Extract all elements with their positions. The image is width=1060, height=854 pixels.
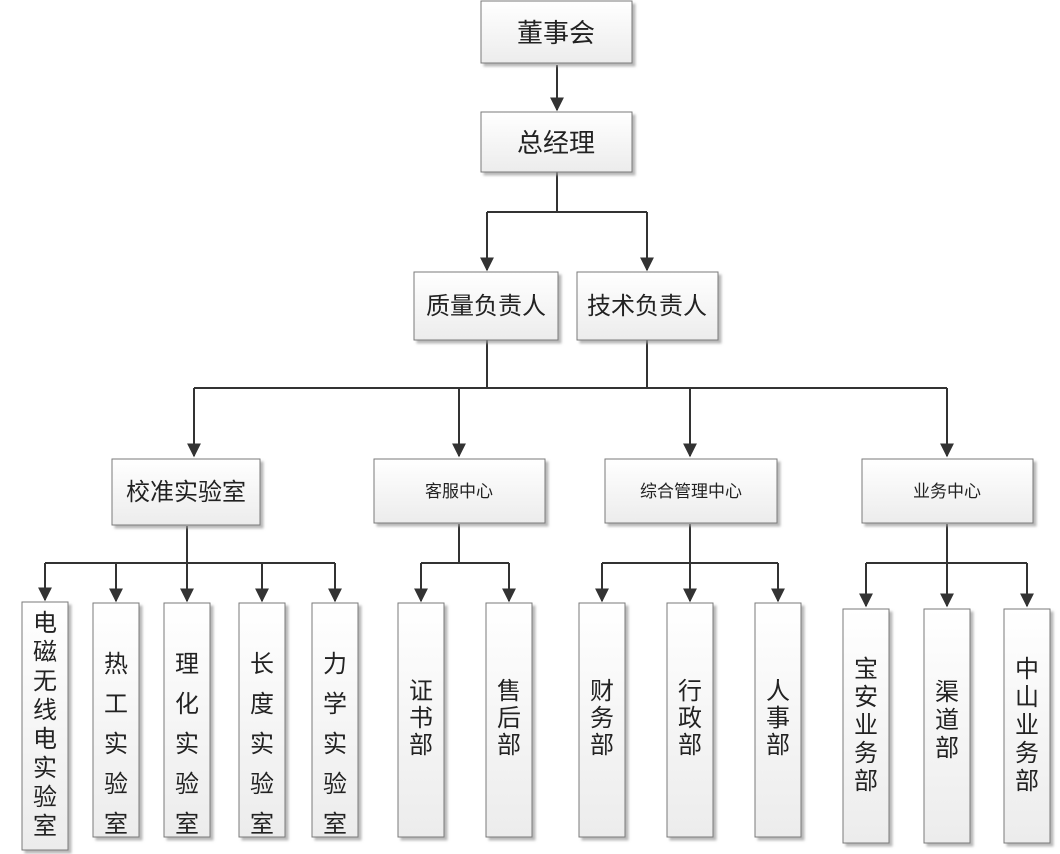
- node-hr: 人事部: [754, 602, 802, 838]
- node-length-label: 长度实验室: [250, 650, 274, 838]
- node-finance-label: 财务部: [590, 677, 614, 759]
- node-tech-label: 技术负责人: [587, 292, 707, 320]
- node-length: 长度实验室: [238, 602, 286, 838]
- node-admin-dept: 行政部: [666, 602, 714, 838]
- node-quality: 质量负责人: [413, 271, 559, 341]
- node-channel: 渠道部: [923, 608, 971, 844]
- node-business-label: 业务中心: [913, 482, 981, 502]
- node-board-label: 董事会: [517, 19, 595, 49]
- node-chem: 理化实验室: [163, 602, 211, 838]
- node-zhongshan: 中山业务部: [1003, 608, 1051, 844]
- node-mech: 力学实验室: [311, 602, 359, 838]
- node-hr-label: 人事部: [766, 677, 790, 759]
- node-channel-label: 渠道部: [935, 678, 959, 762]
- node-emc: 电磁无线电实验室: [21, 601, 69, 851]
- node-baoan-label: 宝安业务部: [854, 655, 878, 795]
- node-admin-dept-label: 行政部: [678, 677, 702, 759]
- node-finance: 财务部: [578, 602, 626, 838]
- node-chem-label: 理化实验室: [175, 650, 199, 838]
- node-cert: 证书部: [397, 602, 445, 838]
- node-aftersales-label: 售后部: [497, 677, 521, 759]
- node-customer-service: 客服中心: [373, 458, 546, 524]
- node-gm: 总经理: [480, 111, 633, 173]
- node-quality-label: 质量负责人: [426, 292, 546, 320]
- connectors: [38, 65, 1034, 608]
- node-zhongshan-label: 中山业务部: [1015, 655, 1039, 795]
- node-admin-label: 综合管理中心: [640, 482, 742, 502]
- node-calibration-label: 校准实验室: [126, 478, 246, 506]
- node-tech: 技术负责人: [576, 271, 719, 341]
- node-thermal-label: 热工实验室: [104, 650, 128, 838]
- node-customer-service-label: 客服中心: [425, 482, 493, 502]
- node-gm-label: 总经理: [517, 129, 595, 159]
- node-cert-label: 证书部: [409, 677, 433, 759]
- node-thermal: 热工实验室: [92, 602, 140, 838]
- node-admin: 综合管理中心: [604, 458, 778, 524]
- node-emc-label: 电磁无线电实验室: [33, 609, 57, 840]
- node-baoan: 宝安业务部: [842, 608, 890, 844]
- node-mech-label: 力学实验室: [323, 650, 347, 838]
- node-aftersales: 售后部: [485, 602, 533, 838]
- node-business: 业务中心: [861, 458, 1034, 524]
- node-board: 董事会: [480, 0, 633, 64]
- node-calibration: 校准实验室: [111, 458, 261, 526]
